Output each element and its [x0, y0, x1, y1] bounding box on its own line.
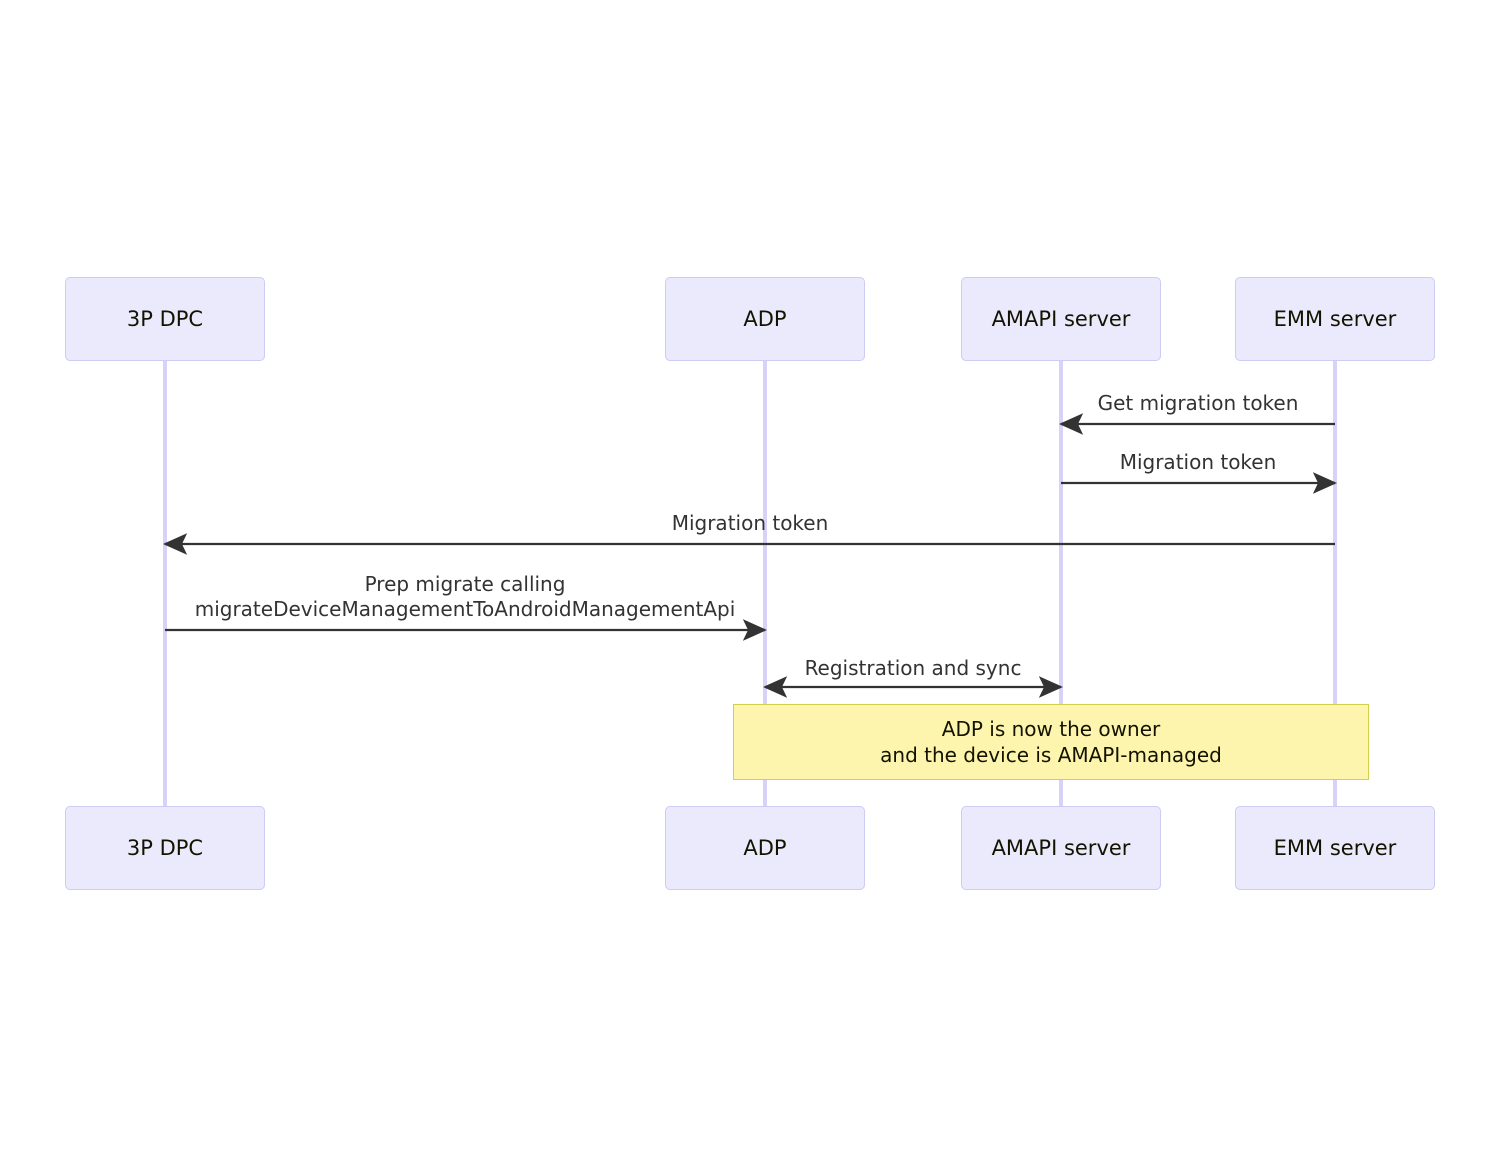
- actor-label-dpc: 3P DPC: [126, 835, 204, 860]
- actor-box-dpc-bottom[interactable]: 3P DPC: [65, 806, 265, 890]
- message-label-4: Registration and sync: [804, 656, 1022, 680]
- actor-label-amapi: AMAPI server: [991, 835, 1131, 860]
- actor-label-adp: ADP: [743, 306, 787, 331]
- message-label-1: Migration token: [1119, 450, 1277, 474]
- note-text-0: ADP is now the owner and the device is A…: [880, 716, 1222, 767]
- actor-box-adp-bottom[interactable]: ADP: [665, 806, 865, 890]
- message-label-0: Get migration token: [1097, 391, 1299, 415]
- actor-box-emm-top[interactable]: EMM server: [1235, 277, 1435, 361]
- actor-label-emm: EMM server: [1273, 306, 1397, 331]
- note-box-0: ADP is now the owner and the device is A…: [733, 704, 1369, 780]
- actor-label-emm: EMM server: [1273, 835, 1397, 860]
- actor-box-amapi-top[interactable]: AMAPI server: [961, 277, 1161, 361]
- actor-box-amapi-bottom[interactable]: AMAPI server: [961, 806, 1161, 890]
- actor-box-dpc-top[interactable]: 3P DPC: [65, 277, 265, 361]
- actor-label-dpc: 3P DPC: [126, 306, 204, 331]
- actor-box-adp-top[interactable]: ADP: [665, 277, 865, 361]
- message-arrows: [162, 413, 1338, 698]
- message-label-3: Prep migrate calling migrateDeviceManage…: [194, 572, 736, 622]
- actor-box-emm-bottom[interactable]: EMM server: [1235, 806, 1435, 890]
- actor-label-adp: ADP: [743, 835, 787, 860]
- message-label-2: Migration token: [671, 511, 829, 535]
- actor-label-amapi: AMAPI server: [991, 306, 1131, 331]
